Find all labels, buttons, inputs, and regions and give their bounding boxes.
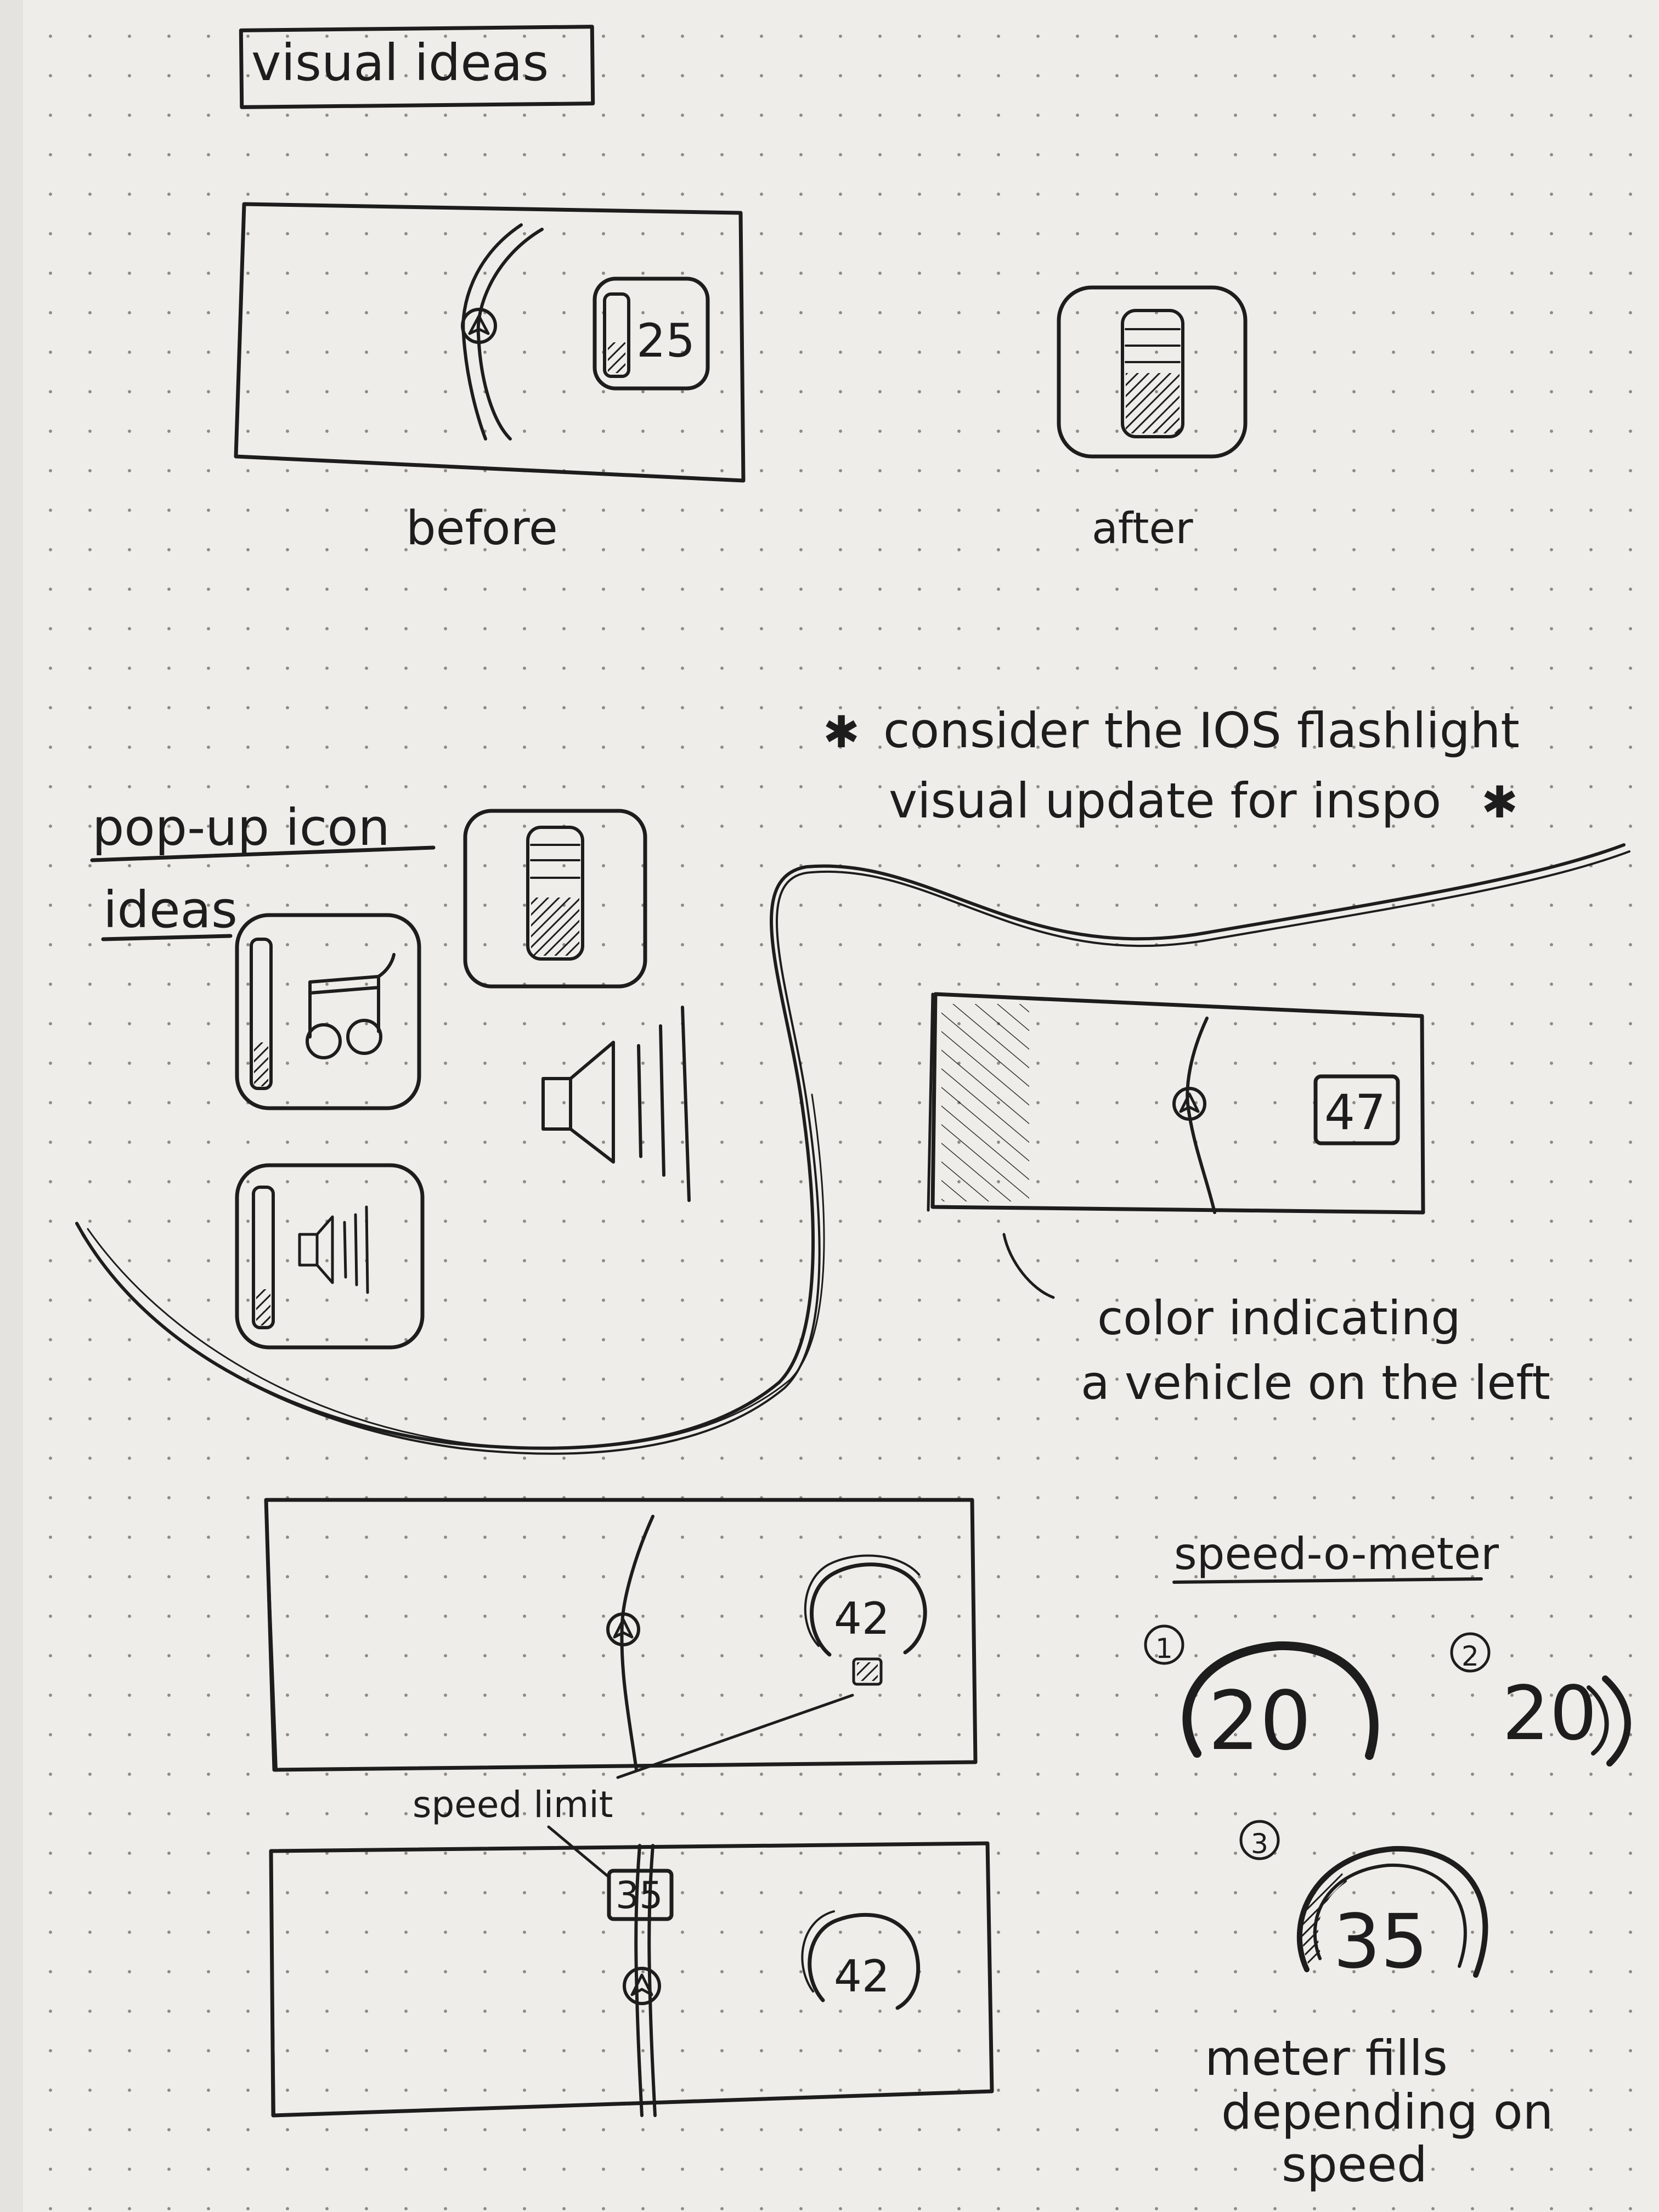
music-volume-popup — [235, 913, 421, 1110]
option-value-1: 20 — [1208, 1674, 1311, 1768]
speed-limit-sign: 35 — [616, 1874, 663, 1917]
gauge-fill — [1302, 1867, 1347, 1966]
speed-limit-label: speed limit — [413, 1784, 613, 1826]
inspo-line1: consider the IOS flashlight — [883, 702, 1520, 759]
option-marker-3: 3 — [1251, 1828, 1268, 1860]
speed-gauge-option-3 — [1296, 1846, 1488, 1978]
before-speed: 25 — [636, 314, 695, 368]
volume-speed-popup — [592, 276, 710, 391]
speed-gauge-top — [810, 1562, 927, 1657]
speed-gauge-bottom — [808, 1912, 921, 2010]
before-label: before — [406, 501, 558, 556]
speedometer-screen-top: 42 — [264, 1498, 978, 1779]
speed-gauge-option-2 — [1602, 1675, 1631, 1767]
meter-caption-3: speed — [1282, 2136, 1427, 2193]
left-vehicle-warning-hatch — [941, 1004, 1029, 1201]
speed-top: 42 — [834, 1593, 890, 1644]
speedometer-screen-bottom: 35 42 — [269, 1841, 994, 2118]
speaker-icon — [541, 1006, 691, 1202]
left-vehicle-caption-1: color indicating — [1097, 1291, 1461, 1346]
meter-caption-2: depending on — [1221, 2084, 1553, 2140]
speed-gauge-option-1 — [1182, 1641, 1379, 1760]
music-note-icon — [306, 953, 396, 1059]
left-vehicle-caption-2: a vehicle on the left — [1081, 1356, 1550, 1410]
star-icon-end: ✱ — [1481, 777, 1518, 828]
option-marker-2: 2 — [1462, 1640, 1479, 1672]
slider-popup — [463, 809, 647, 989]
title-box: visual ideas — [239, 25, 595, 109]
after-popup — [1057, 285, 1248, 459]
meter-caption-1: meter fills — [1205, 2030, 1448, 2086]
option-value-3: 35 — [1333, 1899, 1428, 1985]
after-label: after — [1092, 504, 1193, 554]
speedometer-options: speed-o-meter 1 20 2 20 3 35 — [1144, 1528, 1631, 1985]
vehicle-position-icon-3 — [606, 1612, 640, 1646]
option-marker-1: 1 — [1155, 1633, 1173, 1664]
vehicle-position-icon — [461, 308, 497, 344]
inspo-note: ✱ consider the IOS flashlight visual upd… — [823, 702, 1520, 829]
speaker-small-icon — [298, 1205, 369, 1294]
notebook-page — [23, 0, 1659, 2212]
star-icon: ✱ — [823, 707, 860, 758]
before-screen: 25 — [234, 202, 746, 483]
speaker-volume-popup — [235, 1163, 425, 1350]
option-value-2: 20 — [1502, 1671, 1597, 1757]
speedometer-title: speed-o-meter — [1174, 1528, 1499, 1579]
popup-title-line2: ideas — [103, 881, 238, 939]
popup-ideas: pop-up icon ideas — [90, 798, 691, 1350]
vehicle-position-icon-4 — [623, 1967, 661, 2005]
left-vehicle-speed: 47 — [1324, 1084, 1386, 1141]
left-vehicle-screen: 47 — [927, 992, 1425, 1299]
section-title: visual ideas — [251, 33, 549, 92]
speed-bottom: 42 — [834, 1951, 890, 2002]
popup-title-line1: pop-up icon — [92, 798, 390, 857]
inspo-line2: visual update for inspo — [889, 772, 1441, 829]
vehicle-position-icon-2 — [1172, 1087, 1206, 1121]
divider-curve — [75, 843, 1630, 1455]
